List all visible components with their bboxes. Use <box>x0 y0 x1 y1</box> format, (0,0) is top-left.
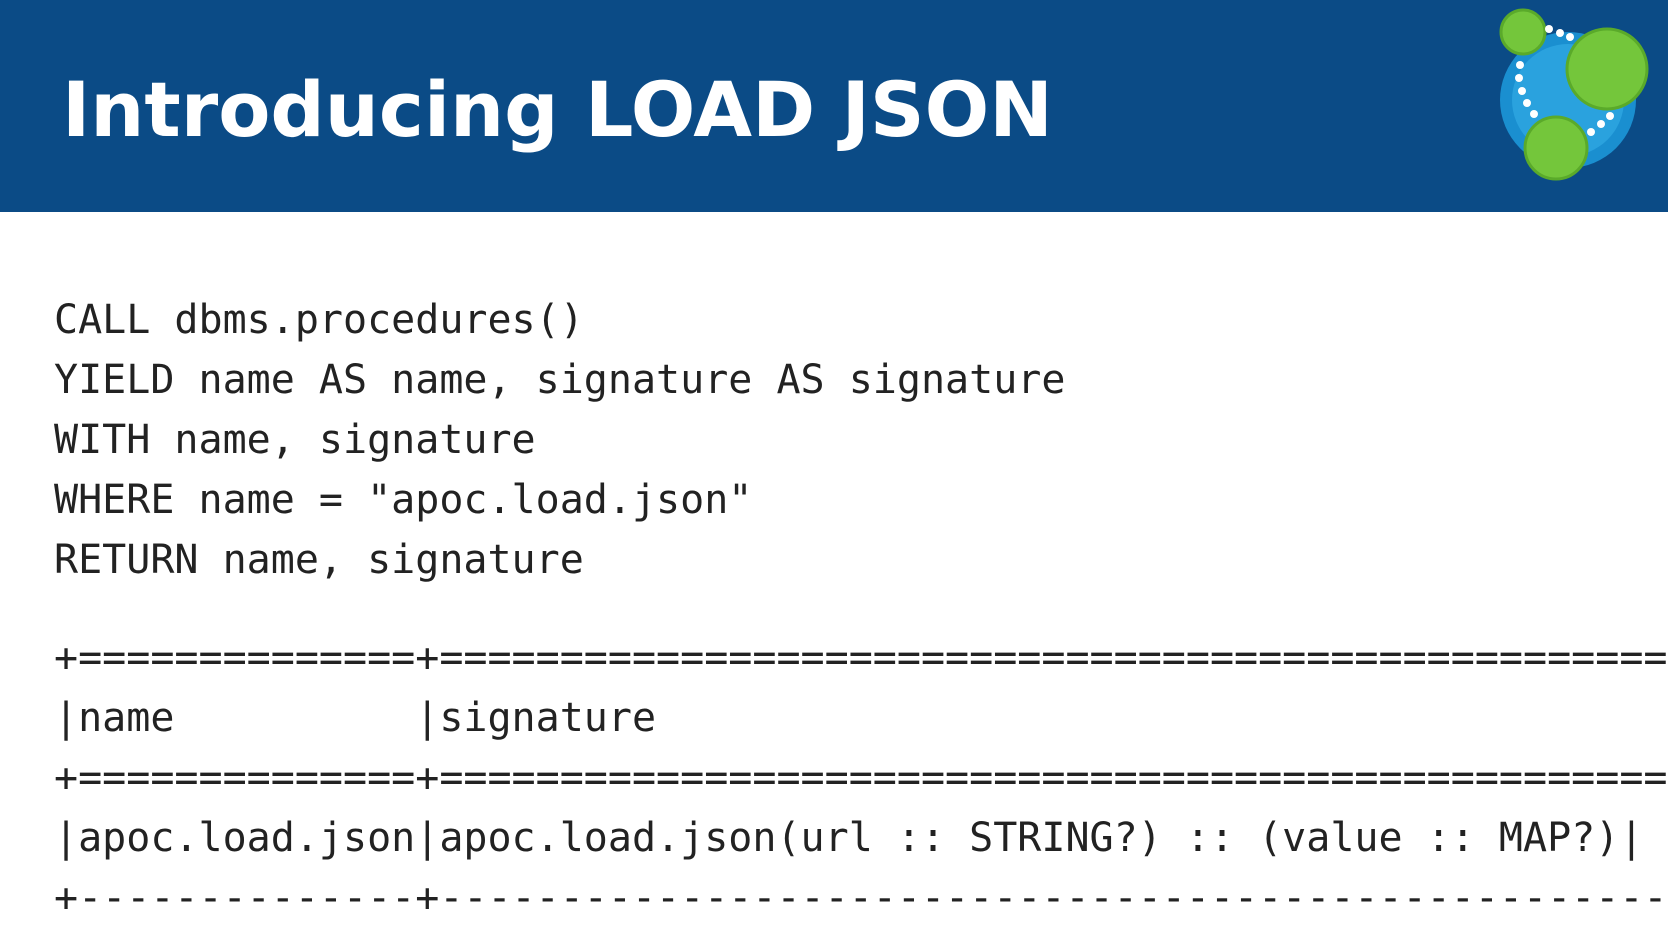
table-border-top: +==============+========================… <box>54 635 1668 681</box>
query-line: WHERE name = "apoc.load.json" <box>54 477 753 523</box>
query-line: YIELD name AS name, signature AS signatu… <box>54 357 1066 403</box>
query-line: WITH name, signature <box>54 417 536 463</box>
table-row: |apoc.load.json|apoc.load.json(url :: ST… <box>54 815 1644 861</box>
table-header-row: |name |signature | <box>54 695 1668 741</box>
query-line: CALL dbms.procedures() <box>54 297 584 343</box>
slide-header: Introducing LOAD JSON <box>0 0 1668 212</box>
neo4j-logo-icon <box>1499 8 1649 181</box>
table-border-mid: +==============+========================… <box>54 755 1668 801</box>
table-border-bottom: +--------------+------------------------… <box>54 875 1668 921</box>
query-line: RETURN name, signature <box>54 537 584 583</box>
slide-title: Introducing LOAD JSON <box>62 65 1053 154</box>
